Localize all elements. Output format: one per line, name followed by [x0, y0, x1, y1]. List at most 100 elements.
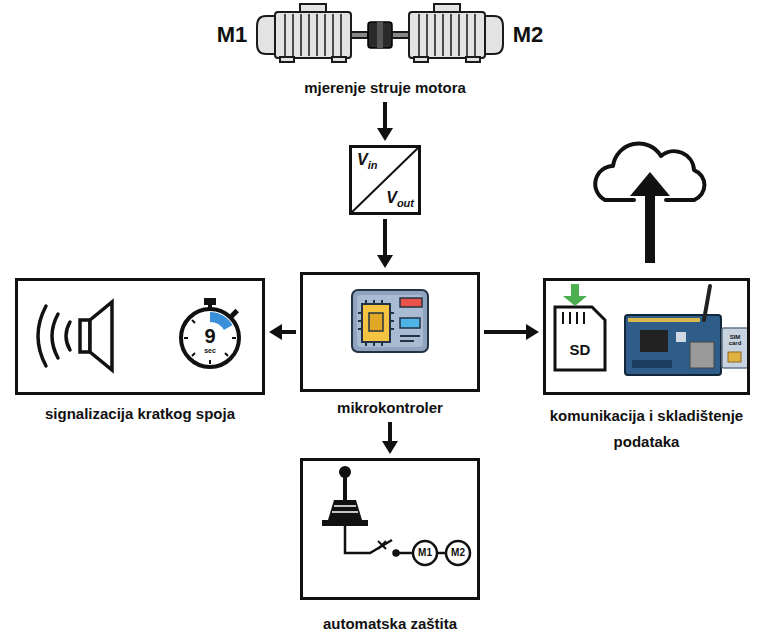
arrow-head	[382, 441, 398, 454]
node-caption: mjerenje struje motora	[200, 78, 570, 98]
voltage-symbol: V	[357, 151, 368, 168]
breaker-circuit-part	[394, 551, 399, 556]
breaker-circuit-part	[345, 526, 392, 553]
arrow-line	[383, 219, 387, 256]
converter-output: Vout	[386, 189, 414, 209]
motor-symbol-part	[414, 57, 428, 62]
motor-symbol	[257, 4, 368, 62]
arrow-line	[281, 330, 296, 334]
coupling-symbol-part	[377, 22, 383, 48]
gsm-board-icon-part	[722, 328, 748, 368]
joystick-icon-part	[343, 472, 347, 502]
box-frame: VinVout	[349, 145, 421, 215]
flow-arrow	[377, 102, 393, 141]
speaker-icon	[38, 302, 112, 370]
motor-symbol	[392, 4, 503, 62]
sd-card-icon-part	[563, 312, 584, 324]
microcontroller-icon-part	[400, 336, 420, 341]
converter-box: VinVout	[349, 145, 421, 215]
coupling-symbol	[368, 22, 392, 48]
microcontroller-icon-part	[362, 304, 390, 342]
motor-symbol-part	[466, 57, 480, 62]
arrow-line	[388, 422, 392, 442]
breaker-circuit-part	[378, 541, 386, 549]
motor-symbol-part	[285, 14, 341, 56]
motor-symbol-part	[275, 12, 351, 58]
gsm-board-icon-part	[628, 318, 700, 322]
microcontroller-icon-part	[358, 300, 394, 346]
box-frame	[300, 458, 480, 600]
motor-symbol-part	[351, 32, 368, 38]
box-frame	[15, 278, 265, 395]
timer-digit: 9	[204, 326, 215, 347]
motor-name: M2	[451, 548, 465, 559]
motor-symbol-part	[332, 57, 346, 62]
box-frame	[300, 272, 480, 392]
flow-arrow	[377, 219, 393, 268]
microcontroller-icon-part	[352, 290, 428, 352]
node-caption: komunikacija i skladištenje podataka	[532, 403, 762, 455]
gsm-board-icon-part	[728, 352, 741, 362]
voltage-subscript: out	[397, 197, 414, 209]
coupling-symbol-part	[368, 22, 392, 48]
motor-symbol-part	[419, 14, 475, 56]
gsm-board-icon-part	[676, 332, 686, 342]
gsm-board-icon-part	[690, 342, 714, 368]
part-name: M1	[217, 23, 248, 46]
cloud-upload-icon-part	[595, 143, 704, 200]
motor-name: M1	[418, 548, 432, 559]
motor-symbol-part	[257, 16, 275, 54]
gsm-board-icon	[625, 286, 748, 375]
cloud-upload-icon-part	[630, 172, 670, 196]
box-frame	[543, 278, 750, 395]
converter-input: Vin	[357, 151, 377, 171]
microcontroller-box: mikrokontroler	[300, 272, 480, 418]
speaker-icon-part	[66, 322, 70, 350]
arrow-line	[383, 102, 387, 129]
card-marking: SD	[570, 342, 591, 358]
sim-marking: SIM card	[723, 334, 747, 347]
sd-card-icon-part	[563, 296, 587, 306]
arrow-head	[377, 128, 393, 141]
sd-card-icon	[555, 284, 605, 370]
joystick-icon-part	[328, 500, 362, 520]
motor-symbol-part	[409, 12, 485, 58]
sd-card-icon-part	[571, 284, 579, 296]
cloud-upload-icon	[595, 143, 704, 263]
converter-diagonal	[350, 146, 420, 214]
part-name: M2	[513, 23, 544, 46]
gsm-board-icon-part	[632, 360, 672, 368]
flow-arrow	[484, 324, 539, 340]
cloud-upload-icon-part	[645, 195, 655, 263]
node-caption: mikrokontroler	[300, 398, 480, 418]
sd-card-icon-part	[555, 307, 605, 370]
joystick-icon	[322, 466, 368, 526]
stopwatch-icon-part	[181, 309, 239, 367]
stopwatch-icon-part	[204, 298, 216, 305]
voltage-symbol: V	[386, 189, 397, 206]
speaker-icon-part	[90, 302, 112, 370]
stopwatch-icon-part	[184, 320, 236, 364]
timer-unit: sec	[204, 347, 216, 354]
storage-box: komunikacija i skladištenje podataka	[543, 278, 750, 455]
motor-group: mjerenje struje motora	[200, 2, 570, 98]
signal-box: signalizacija kratkog spoja	[15, 278, 265, 425]
gsm-board-icon-part	[704, 286, 710, 320]
gsm-board-icon-part	[640, 330, 668, 352]
flow-arrow	[269, 324, 296, 340]
breaker-circuit-part	[413, 541, 437, 565]
breaker-circuit-part	[437, 552, 446, 555]
stopwatch-icon	[181, 298, 239, 367]
motor-symbol-part	[392, 32, 409, 38]
arrow-head	[377, 255, 393, 268]
motor-symbol-part	[485, 16, 503, 54]
breaker-circuit-part	[398, 552, 413, 555]
node-caption: signalizacija kratkog spoja	[10, 403, 270, 425]
speaker-icon-part	[38, 306, 46, 366]
voltage-subscript: in	[368, 159, 378, 171]
breaker-circuit-part	[446, 541, 470, 565]
gsm-board-icon-part	[625, 315, 721, 375]
motor-symbol-part	[280, 57, 294, 62]
